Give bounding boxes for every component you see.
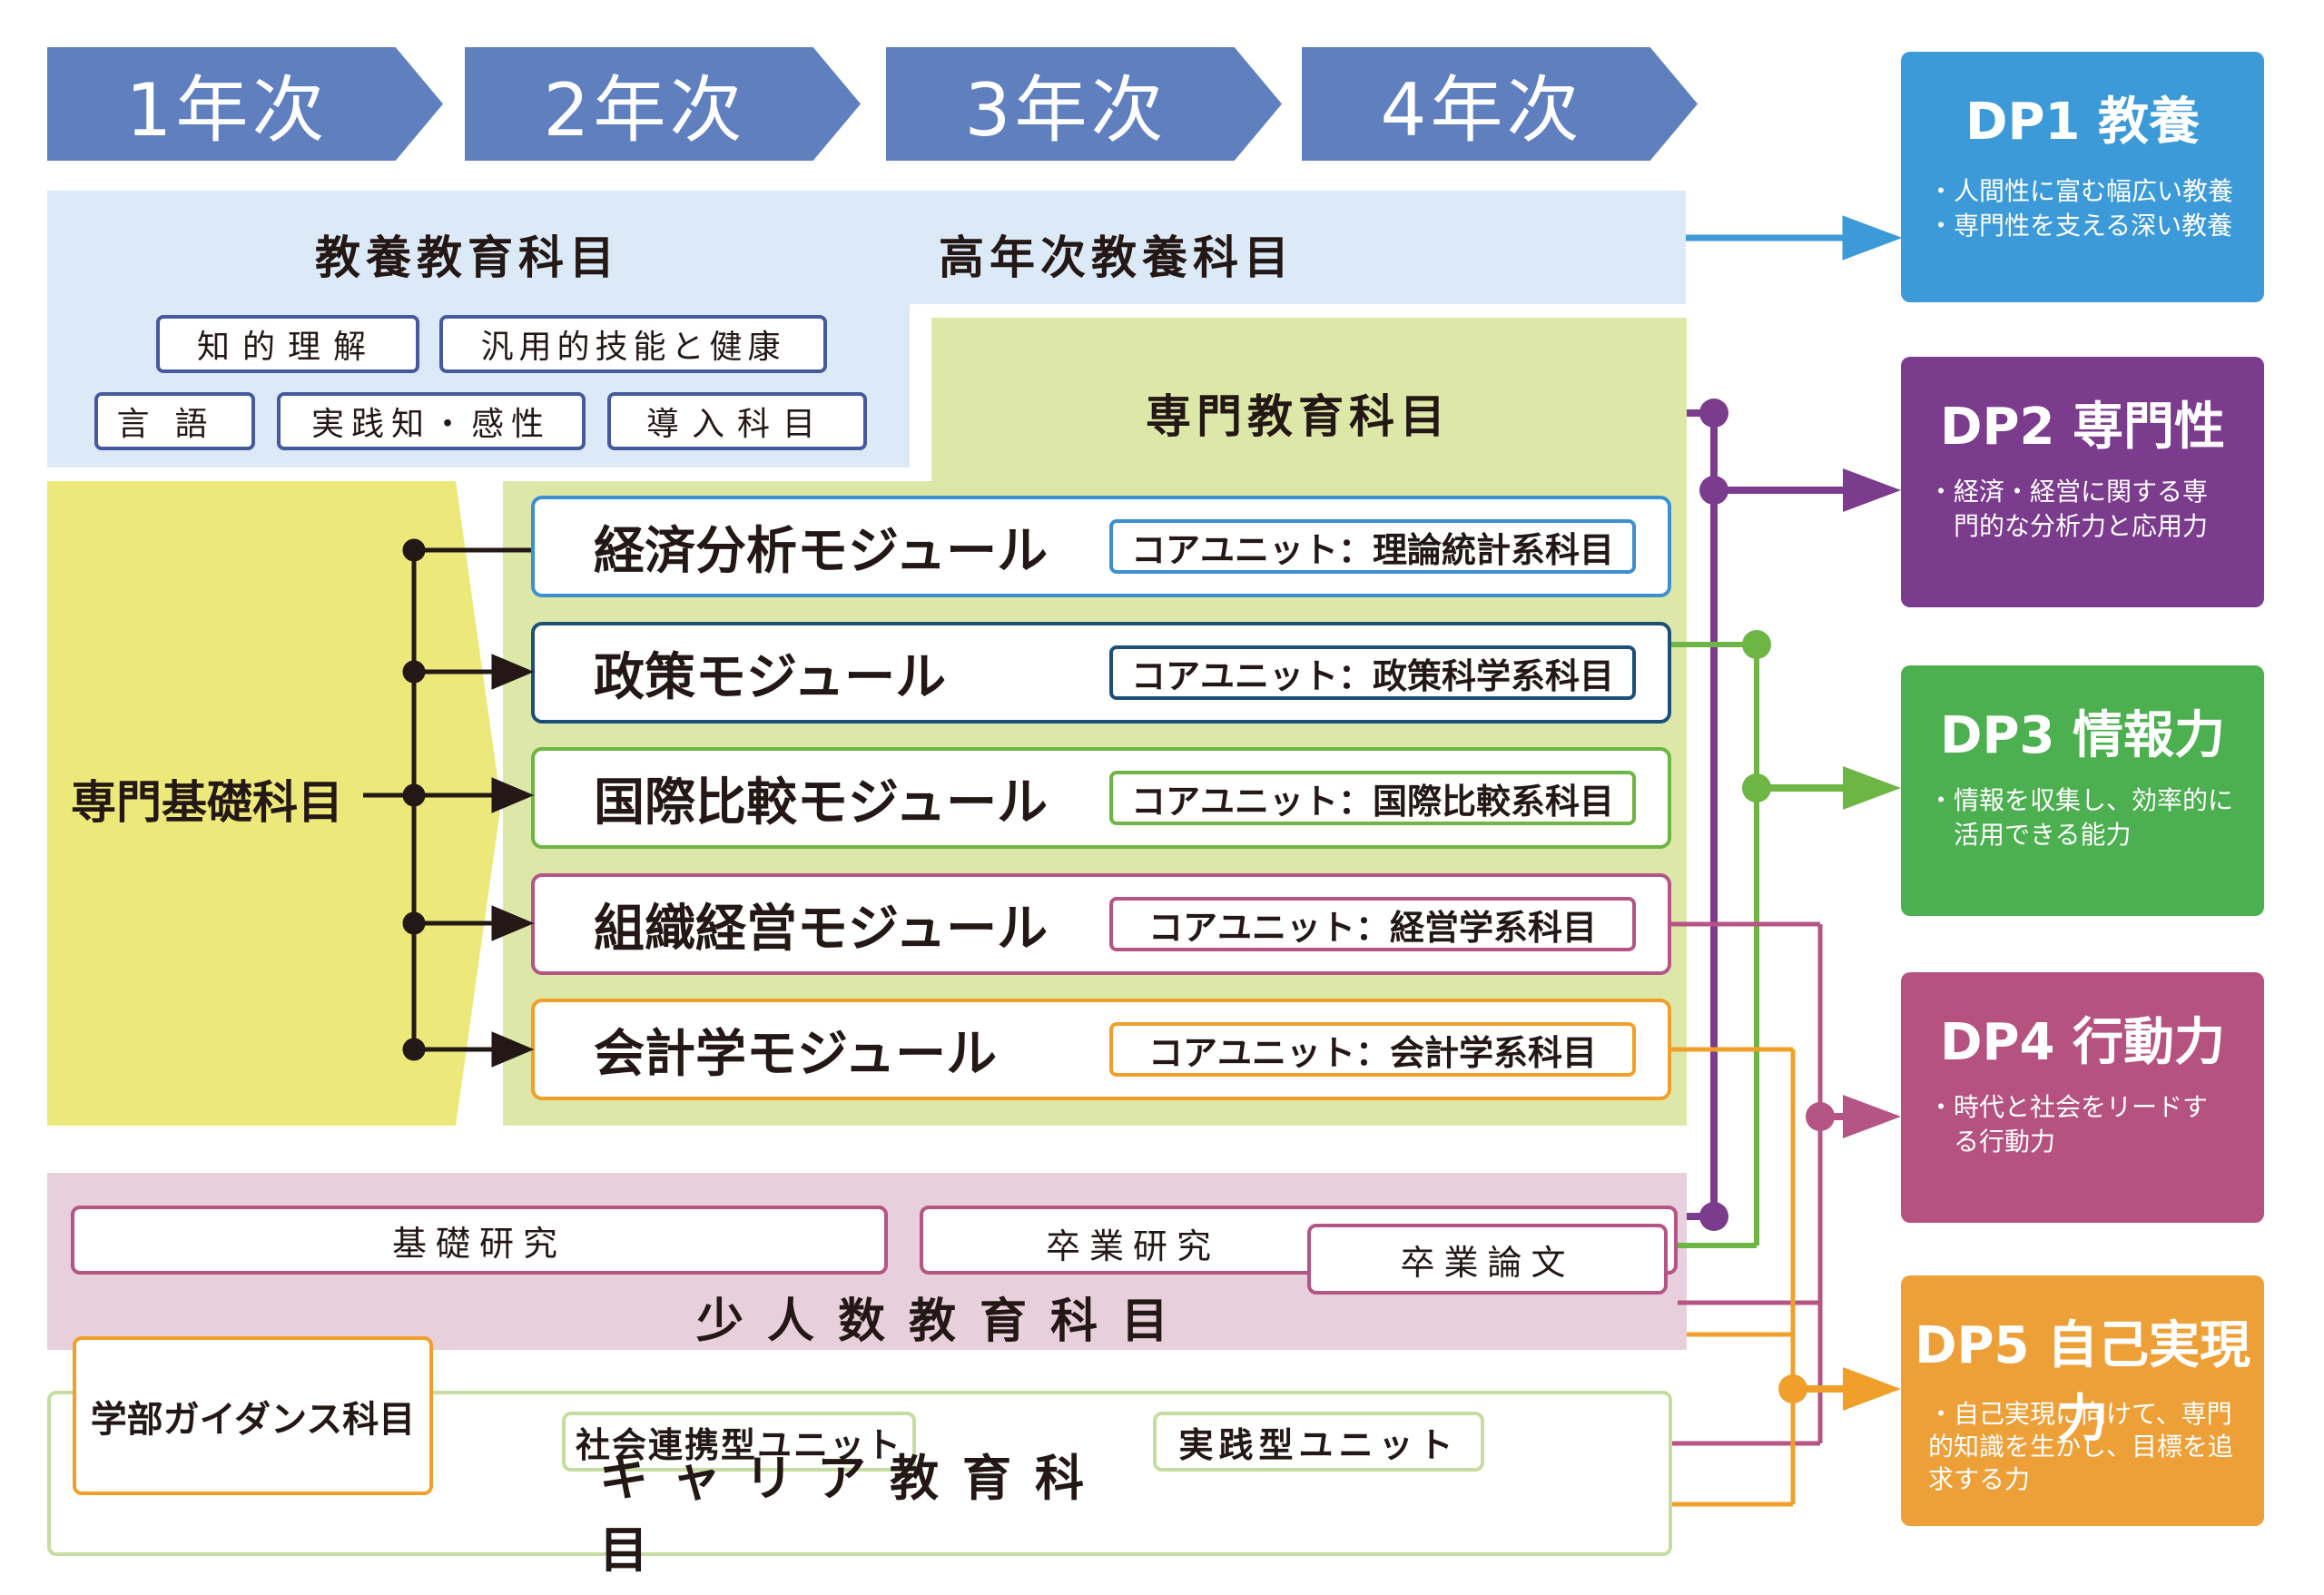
seminar-title: 少人数教育科目 xyxy=(695,1294,1192,1349)
dp5-arrow xyxy=(1671,1047,1901,1507)
dp-description: ・時代と社会をリードす る行動力 xyxy=(1928,1092,2209,1157)
module-organization-management: 組織経営モジュール コアユニット：経営学系科目 xyxy=(531,873,1671,975)
year-label: 2年次 xyxy=(543,67,746,153)
core-unit-label: コアユニット：経営学系科目 xyxy=(1109,897,1636,951)
module-accounting: 会計学モジュール コアユニット：会計学系科目 xyxy=(531,999,1671,1100)
dp-title: DP5 自己実現力 xyxy=(1915,1316,2250,1449)
practice-unit: 実践型ユニット xyxy=(1153,1412,1484,1472)
core-unit-label: コアユニット：会計学系科目 xyxy=(1109,1022,1636,1077)
liberal-arts-title: 教養教育科目 xyxy=(315,231,620,284)
module-international-comparison: 国際比較モジュール コアユニット：国際比較系科目 xyxy=(531,747,1671,849)
dp4-box: DP4 行動力 ・時代と社会をリードす る行動力 xyxy=(1901,972,2264,1223)
tag-general-skills-health: 汎用的技能と健康 xyxy=(439,315,827,373)
tag-practical-sensitivity: 実践知・感性 xyxy=(277,392,586,450)
dp5-box: DP5 自己実現力 ・自己実現に向けて、専門 的知識を生かし、目標を追 求する力 xyxy=(1901,1275,2264,1526)
dp-description: ・人間性に富む幅広い教養 ・専門性を支える深い教養 xyxy=(1928,176,2234,241)
foundation-title: 専門基礎科目 xyxy=(71,776,343,829)
basic-research: 基礎研究 xyxy=(71,1206,888,1275)
core-unit-label: コアユニット：政策科学系科目 xyxy=(1109,645,1636,700)
tag-intellectual-understanding: 知的理解 xyxy=(156,315,419,373)
year-label: 4年次 xyxy=(1380,67,1583,153)
dp-description: ・自己実現に向けて、専門 的知識を生かし、目標を追 求する力 xyxy=(1928,1399,2234,1494)
module-name: 政策モジュール xyxy=(594,647,947,707)
year-band-4: 4年次 xyxy=(1302,47,1698,161)
dp2-box: DP2 専門性 ・経済・経営に関する専 門的な分析力と応用力 xyxy=(1901,357,2264,607)
dp-title: DP2 専門性 xyxy=(1940,398,2225,457)
upper-liberal-arts-title: 高年次教養科目 xyxy=(939,231,1295,284)
core-unit-label: コアユニット：理論統計系科目 xyxy=(1109,519,1636,574)
module-name: 経済分析モジュール xyxy=(594,521,1049,581)
module-name: 組織経営モジュール xyxy=(594,899,1049,959)
year-band-3: 3年次 xyxy=(886,47,1282,161)
dp2-arrow xyxy=(1687,399,1901,1231)
liberal-arts-region xyxy=(47,191,1686,304)
dp-title: DP3 情報力 xyxy=(1940,706,2225,765)
year-label: 3年次 xyxy=(964,67,1167,153)
tag-language: 言語 xyxy=(94,392,255,450)
core-unit-label: コアユニット：国際比較系科目 xyxy=(1109,771,1636,825)
year-band-2: 2年次 xyxy=(465,47,861,161)
module-name: 国際比較モジュール xyxy=(594,773,1049,832)
year-band-1: 1年次 xyxy=(47,47,443,161)
dp-title: DP1 教養 xyxy=(1965,93,2200,152)
dp1-box: DP1 教養 ・人間性に富む幅広い教養 ・専門性を支える深い教養 xyxy=(1901,52,2264,302)
graduation-thesis: 卒業論文 xyxy=(1307,1224,1668,1295)
module-economic-analysis: 経済分析モジュール コアユニット：理論統計系科目 xyxy=(531,496,1671,597)
social-cooperation-unit: 社会連携型ユニット xyxy=(562,1412,916,1472)
dp3-arrow xyxy=(1671,630,1901,1248)
year-label: 1年次 xyxy=(125,67,329,153)
dp-description: ・情報を収集し、効率的に 活用できる能力 xyxy=(1928,785,2234,850)
specialized-region-upper xyxy=(931,318,1687,490)
foundation-region xyxy=(47,481,501,1126)
module-name: 会計学モジュール xyxy=(594,1024,998,1084)
foundation-tree xyxy=(363,538,535,1068)
module-policy: 政策モジュール コアユニット：政策科学系科目 xyxy=(531,622,1671,724)
dp-title: DP4 行動力 xyxy=(1940,1013,2225,1072)
dp-description: ・経済・経営に関する専 門的な分析力と応用力 xyxy=(1928,477,2209,541)
tag-introductory: 導入科目 xyxy=(607,392,867,450)
dp4-arrow xyxy=(1671,921,1901,1446)
specialized-title: 専門教育科目 xyxy=(1146,390,1451,443)
graduation-research-label: 卒業研究 xyxy=(1046,1226,1221,1266)
dp1-arrow xyxy=(1686,215,1903,261)
faculty-guidance-subjects: 学部ガイダンス科目 xyxy=(73,1336,433,1495)
dp3-box: DP3 情報力 ・情報を収集し、効率的に 活用できる能力 xyxy=(1901,665,2264,916)
